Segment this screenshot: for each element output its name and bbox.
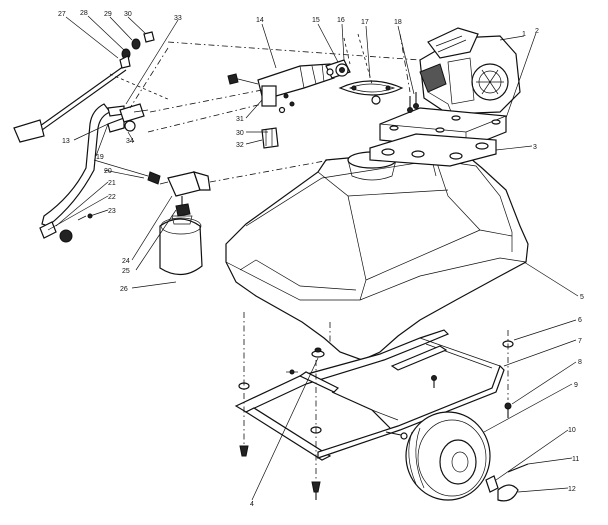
label-10: 10: [568, 427, 576, 434]
label-21: 21: [108, 180, 116, 187]
label-13: 13: [62, 138, 70, 145]
label-28: 28: [80, 10, 88, 17]
label-26: 26: [120, 286, 128, 293]
label-25: 25: [122, 268, 130, 275]
label-14: 14: [256, 17, 264, 24]
label-4: 4: [250, 501, 254, 508]
label-24: 24: [122, 258, 130, 265]
callout-labels: 1 2 3 4 5 6 7 8 9 10 11 12 13 14 15 16 1…: [58, 10, 584, 508]
label-29: 29: [104, 11, 112, 18]
label-15: 15: [312, 17, 320, 24]
bolt-set: [407, 92, 419, 113]
label-19: 19: [96, 154, 104, 161]
label-33: 33: [174, 15, 182, 22]
gasket-plate: [369, 133, 497, 167]
label-34: 34: [126, 138, 134, 145]
pump-assembly: [227, 59, 351, 149]
label-30-top: 30: [124, 11, 132, 18]
label-5: 5: [580, 294, 584, 301]
label-3: 3: [533, 144, 537, 151]
coupling: [119, 103, 149, 132]
filter-ring: [338, 80, 404, 105]
label-23: 23: [108, 208, 116, 215]
tank-body: [225, 149, 529, 361]
engine: [419, 27, 521, 115]
label-9: 9: [574, 382, 578, 389]
label-11: 11: [572, 456, 579, 463]
label-32: 32: [236, 142, 244, 149]
label-8: 8: [578, 359, 582, 366]
spray-wand: [13, 31, 155, 143]
wheel: [405, 411, 529, 502]
inline-valve: [159, 171, 211, 217]
label-17: 17: [361, 19, 369, 26]
leader-lines: [47, 15, 579, 501]
label-30-mid: 30: [236, 130, 244, 137]
cart-frame: [234, 329, 505, 461]
filter-bowl: [159, 215, 203, 276]
assembly-lines: [109, 33, 509, 480]
label-6: 6: [578, 317, 582, 324]
label-31: 31: [236, 116, 244, 123]
label-12: 12: [568, 486, 576, 493]
label-20: 20: [104, 168, 112, 175]
fasteners: [238, 340, 514, 500]
label-2: 2: [535, 28, 539, 35]
hose: [39, 103, 161, 243]
label-22: 22: [108, 194, 116, 201]
label-16: 16: [337, 17, 345, 24]
label-7: 7: [578, 338, 582, 345]
label-18: 18: [394, 19, 402, 26]
label-1: 1: [522, 31, 526, 38]
label-27: 27: [58, 11, 66, 18]
